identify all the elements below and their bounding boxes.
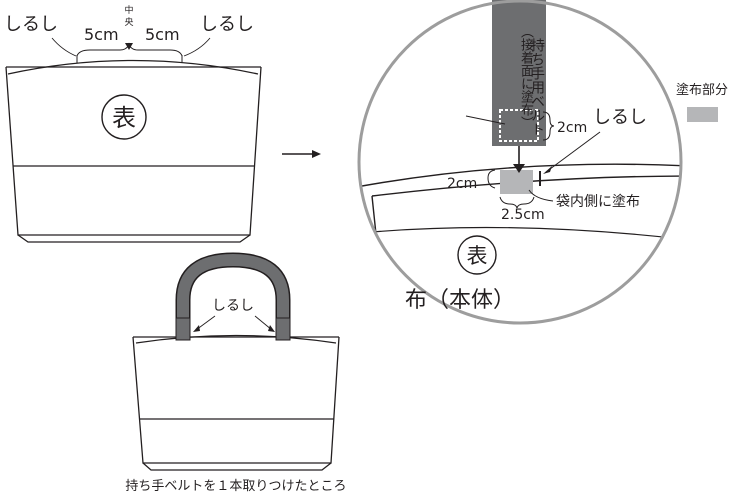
top-mark-left: しるし <box>4 14 58 35</box>
top-center-arrow <box>125 43 133 50</box>
zoom-inner-label: 袋内側に塗布 <box>556 193 640 210</box>
handle-strap <box>177 253 289 335</box>
zoom-bottom-brace <box>499 196 535 209</box>
bottom-bag-bottom <box>142 462 332 471</box>
zoom-detail <box>360 162 682 324</box>
zoom-body-label: 布（本体） <box>405 288 515 313</box>
flow-arrow <box>282 150 321 158</box>
bottom-caption: 持ち手ベルトを１本取りつけたところ <box>125 479 346 494</box>
legend-swatch <box>687 107 718 122</box>
zoom-mark-arrowhead <box>543 166 552 174</box>
legend: 塗布部分 <box>676 82 728 122</box>
top-leader-right <box>183 37 211 57</box>
zoom-face-circle <box>457 235 497 275</box>
zoom-left-brace <box>487 169 496 189</box>
handle-end-right <box>275 317 291 341</box>
zoom-mark-label: しるし <box>593 107 647 128</box>
top-center-char-1: 中 <box>124 4 133 16</box>
top-bag-body <box>5 66 262 236</box>
zoom-bottom-dim: 2.5cm <box>501 207 545 223</box>
top-face-circle <box>101 94 147 140</box>
top-center-char-2: 央 <box>124 16 133 28</box>
top-dist-right: 5cm <box>145 25 180 44</box>
zoom-mark-leader <box>545 131 601 173</box>
zoom-inner-leader <box>528 189 554 202</box>
zoom-face-label: 表 <box>467 244 488 268</box>
bottom-bag-opening <box>135 334 337 344</box>
bottom-bag-body <box>132 336 340 464</box>
strap-down-arrow-head <box>513 164 525 173</box>
top-dist-left: 5cm <box>84 25 119 44</box>
bottom-mark-label: しるし <box>212 298 254 314</box>
zoom-inner-curve <box>371 226 682 241</box>
zoom-rim-inner <box>371 175 682 197</box>
strap-glue-outline <box>499 109 539 142</box>
bottom-arrow-left <box>193 325 200 332</box>
zoom-left-dim: 2cm <box>447 176 477 192</box>
top-bag-opening <box>7 59 259 75</box>
legend-label: 塗布部分 <box>676 82 728 98</box>
zoom-glue-area <box>500 170 533 194</box>
top-leader-left <box>51 37 77 57</box>
handle-end-left <box>175 317 191 341</box>
strap-dim: 2cm <box>557 120 587 136</box>
zoom-rim-outer <box>361 163 682 187</box>
top-bag-bottom <box>17 234 251 243</box>
zoom-strap <box>492 0 546 173</box>
top-face-label: 表 <box>112 104 136 132</box>
bottom-arrow-right <box>268 325 275 332</box>
zoom-circle-border <box>357 0 683 325</box>
strap-leader <box>465 115 506 125</box>
top-left-bag: 表 しるし しるし 5cm 5cm 中 央 <box>4 4 262 243</box>
strap-dim-brace <box>542 111 555 141</box>
top-mark-right: しるし <box>200 14 254 35</box>
bottom-bag: しるし 持ち手ベルトを１本取りつけたところ <box>125 252 347 494</box>
